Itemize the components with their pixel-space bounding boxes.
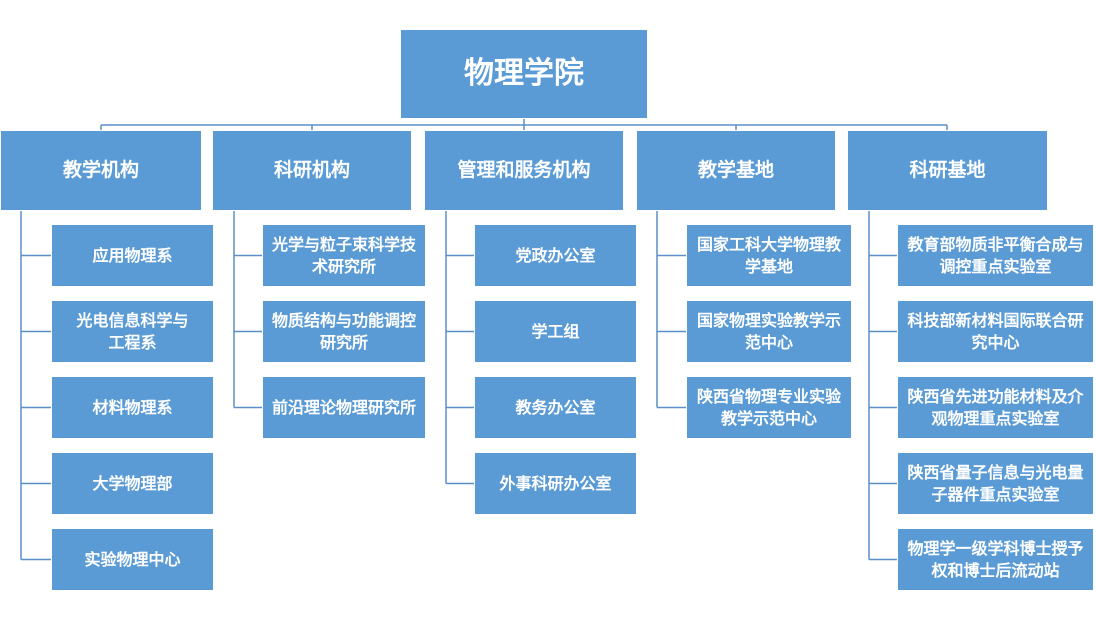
item-theory-institute: 前沿理论物理研究所 — [262, 376, 426, 439]
item-optoelectronic: 光电信息科学与工程系 — [51, 300, 214, 363]
category-research: 科研机构 — [212, 130, 412, 211]
item-structure-institute: 物质结构与功能调控研究所 — [262, 300, 426, 363]
item-shaanxi-experiment-center: 陕西省物理专业实验教学示范中心 — [686, 376, 852, 439]
category-research-base: 科研基地 — [847, 130, 1048, 211]
item-college-physics: 大学物理部 — [51, 452, 214, 515]
item-most-center: 科技部新材料国际联合研究中心 — [897, 300, 1094, 363]
item-academic-office: 教务办公室 — [474, 376, 637, 439]
category-management: 管理和服务机构 — [424, 130, 624, 211]
item-national-physics-base: 国家工科大学物理教学基地 — [686, 224, 852, 287]
root-node: 物理学院 — [400, 29, 648, 119]
item-foreign-research-office: 外事科研办公室 — [474, 452, 637, 515]
item-moe-lab: 教育部物质非平衡合成与调控重点实验室 — [897, 224, 1094, 287]
item-applied-physics: 应用物理系 — [51, 224, 214, 287]
item-student-affairs: 学工组 — [474, 300, 637, 363]
item-shaanxi-quantum-lab: 陕西省量子信息与光电量子器件重点实验室 — [897, 452, 1094, 515]
item-postdoc-station: 物理学一级学科博士授予权和博士后流动站 — [897, 528, 1094, 591]
category-teaching: 教学机构 — [0, 130, 202, 211]
item-party-office: 党政办公室 — [474, 224, 637, 287]
category-teaching-base: 教学基地 — [636, 130, 836, 211]
item-experimental-center: 实验物理中心 — [51, 528, 214, 591]
item-national-experiment-center: 国家物理实验教学示范中心 — [686, 300, 852, 363]
item-material-physics: 材料物理系 — [51, 376, 214, 439]
item-optics-institute: 光学与粒子束科学技术研究所 — [262, 224, 426, 287]
item-shaanxi-materials-lab: 陕西省先进功能材料及介观物理重点实验室 — [897, 376, 1094, 439]
